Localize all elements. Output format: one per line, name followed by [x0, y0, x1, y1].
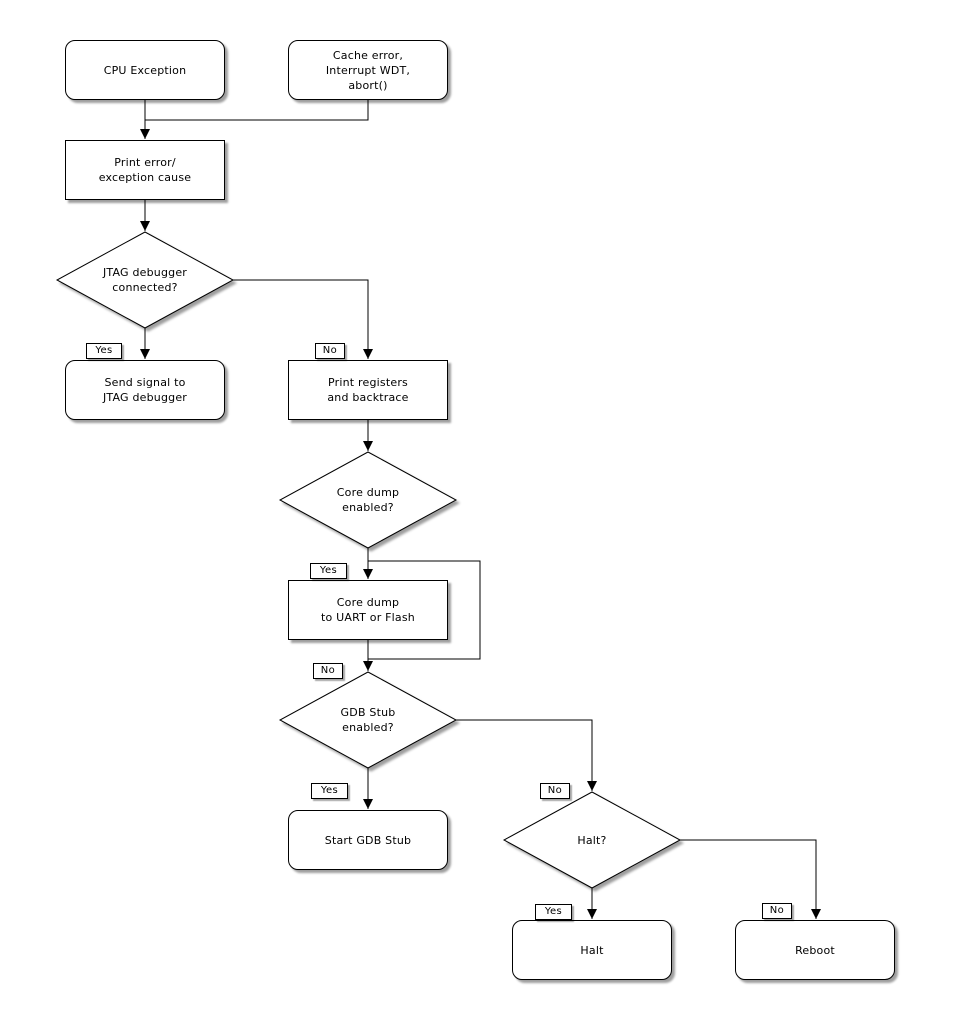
node-halt: Halt [512, 920, 672, 980]
edge-gdb-no-to-halt-q [456, 719, 597, 791]
node-send-signal-jtag: Send signal to JTAG debugger [65, 360, 225, 420]
node-start-gdb-stub: Start GDB Stub [288, 810, 448, 870]
edge-label-halt-yes: Yes [535, 904, 572, 920]
decision-gdb-stub-enabled-shape [278, 671, 458, 769]
decision-core-dump-enabled-shape [278, 451, 458, 549]
edge-halt-no-to-reboot [680, 839, 821, 919]
edge-label-core-dump-no: No [313, 663, 343, 679]
node-core-dump-uart-flash: Core dump to UART or Flash [288, 580, 448, 640]
decision-halt-shape [502, 791, 682, 889]
decision-gdb-stub-enabled-label: GDB Stub enabled? [340, 706, 396, 734]
node-print-error: Print error/ exception cause [65, 140, 225, 200]
edge-label-halt-no: No [762, 903, 792, 919]
decision-core-dump-enabled-label: Core dump enabled? [336, 486, 400, 514]
edge-label-core-dump-yes: Yes [310, 563, 347, 579]
decision-jtag-connected-label: JTAG debugger connected? [102, 266, 188, 294]
node-cpu-exception: CPU Exception [65, 40, 225, 100]
edge-label-gdb-stub-yes: Yes [311, 783, 348, 799]
edge-core-dump-no-bypass [368, 560, 481, 660]
node-reboot: Reboot [735, 920, 895, 980]
node-print-registers: Print registers and backtrace [288, 360, 448, 420]
decision-jtag-connected-shape [55, 231, 235, 329]
edge-label-gdb-stub-no: No [540, 783, 570, 799]
edge-label-jtag-no: No [315, 343, 345, 359]
edge-label-jtag-yes: Yes [86, 343, 122, 359]
edge-jtag-no-to-print-registers [233, 279, 373, 359]
node-cache-error: Cache error, Interrupt WDT, abort() [288, 40, 448, 100]
edge-cache-to-merge [145, 100, 369, 121]
decision-halt-label: Halt? [577, 833, 607, 847]
